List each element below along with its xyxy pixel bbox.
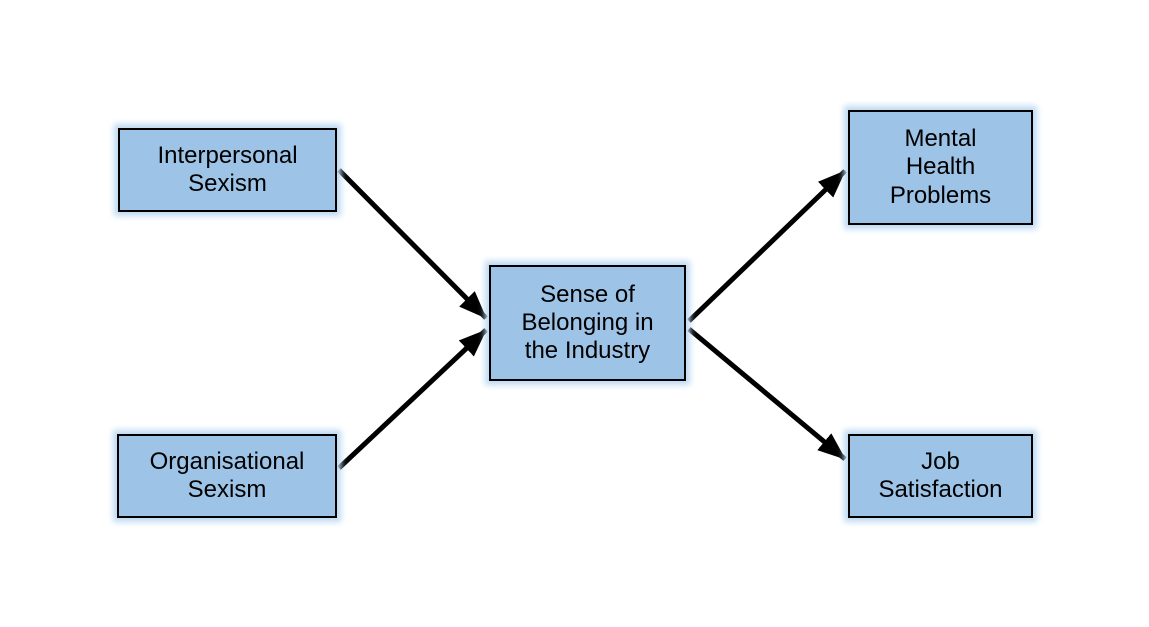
arrow-belonging-to-job-satisfaction: [687, 327, 847, 461]
arrow-interpersonal-to-belonging: [337, 168, 488, 320]
node-job-satisfaction: Job Satisfaction: [848, 434, 1033, 518]
node-label: Job Satisfaction: [878, 447, 1003, 503]
node-interpersonal-sexism: Interpersonal Sexism: [118, 128, 337, 212]
node-label: Mental Health Problems: [889, 125, 992, 209]
node-organisational-sexism: Organisational Sexism: [117, 434, 337, 518]
node-label: Sense of Belonging in the Industry: [521, 280, 654, 365]
arrow-belonging-to-mental-health: [687, 169, 847, 323]
arrow-organisational-to-belonging: [337, 328, 488, 470]
node-label: Interpersonal Sexism: [157, 141, 298, 197]
node-label: Organisational Sexism: [149, 447, 305, 503]
node-mental-health-problems: Mental Health Problems: [848, 110, 1033, 225]
node-sense-of-belonging: Sense of Belonging in the Industry: [489, 265, 686, 381]
